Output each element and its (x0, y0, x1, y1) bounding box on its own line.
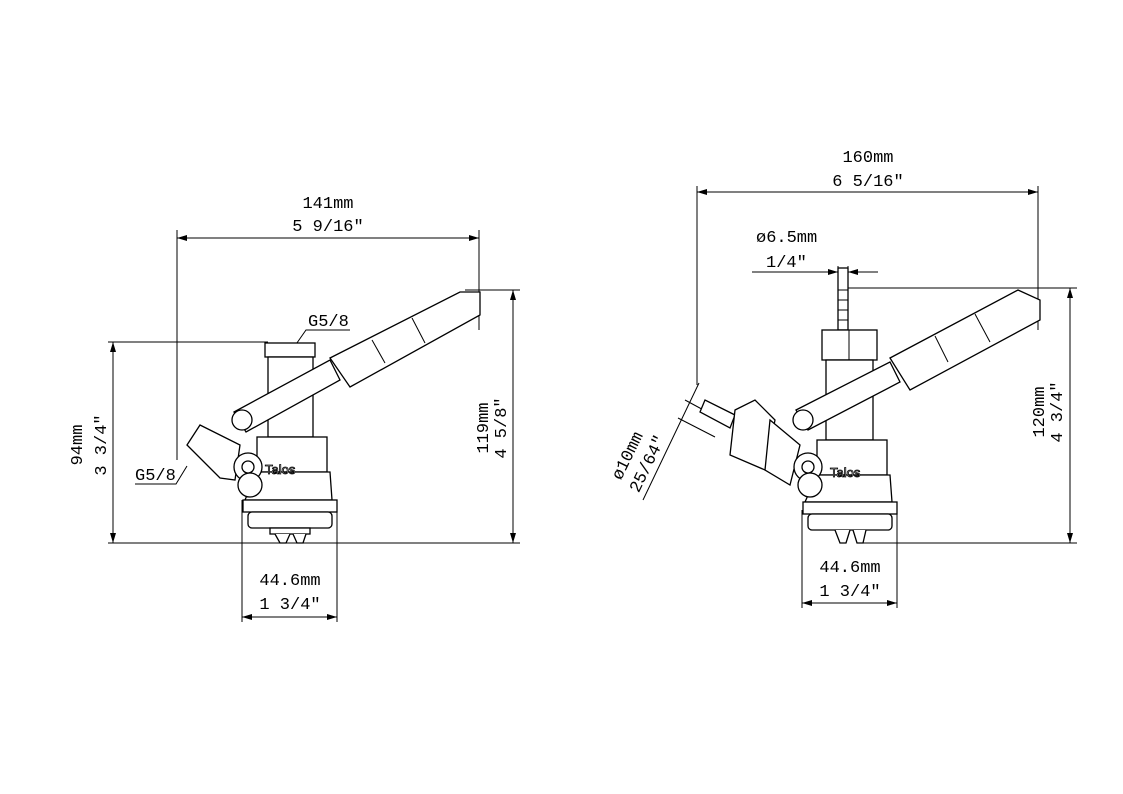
left-view: Talos 141mm 5 9/16″ 119mm 4 5/8″ 94mm 3 … (69, 195, 520, 622)
left-height-in: 4 5/8″ (493, 397, 512, 458)
right-base-in: 1 3/4″ (819, 583, 880, 602)
left-dimension-lines (108, 230, 520, 622)
side-inlet (186, 424, 241, 481)
left-side-thread: G5/8 (135, 467, 176, 486)
left-base-in: 1 3/4″ (259, 596, 320, 615)
right-width-in: 6 5/16″ (832, 173, 903, 192)
side-hose-barb (699, 399, 736, 429)
right-width-mm: 160mm (842, 149, 893, 168)
left-top-thread: G5/8 (308, 313, 349, 332)
left-inlet-height-in: 3 3/4″ (93, 414, 112, 475)
right-logo: Talos (830, 465, 861, 480)
right-height-in: 4 3/4″ (1049, 381, 1068, 442)
right-height-mm: 120mm (1031, 386, 1050, 437)
right-dimension-lines (642, 186, 1077, 608)
right-barb-mm: ø6.5mm (756, 229, 817, 248)
left-width-mm: 141mm (302, 195, 353, 214)
left-height-mm: 119mm (475, 402, 494, 453)
left-lever-handle[interactable] (231, 291, 481, 433)
left-logo: Talos (265, 462, 296, 477)
right-view: Talos 160mm 6 5/16″ ø6.5mm 1/4″ 120mm 4 … (609, 149, 1077, 608)
right-coupler-body: Talos (699, 267, 898, 544)
right-base-mm: 44.6mm (819, 559, 880, 578)
right-lever-handle[interactable] (792, 289, 1041, 431)
left-width-in: 5 9/16″ (292, 218, 363, 237)
left-inlet-height-mm: 94mm (69, 425, 88, 466)
left-base-mm: 44.6mm (259, 572, 320, 591)
right-barb-in: 1/4″ (766, 254, 807, 273)
